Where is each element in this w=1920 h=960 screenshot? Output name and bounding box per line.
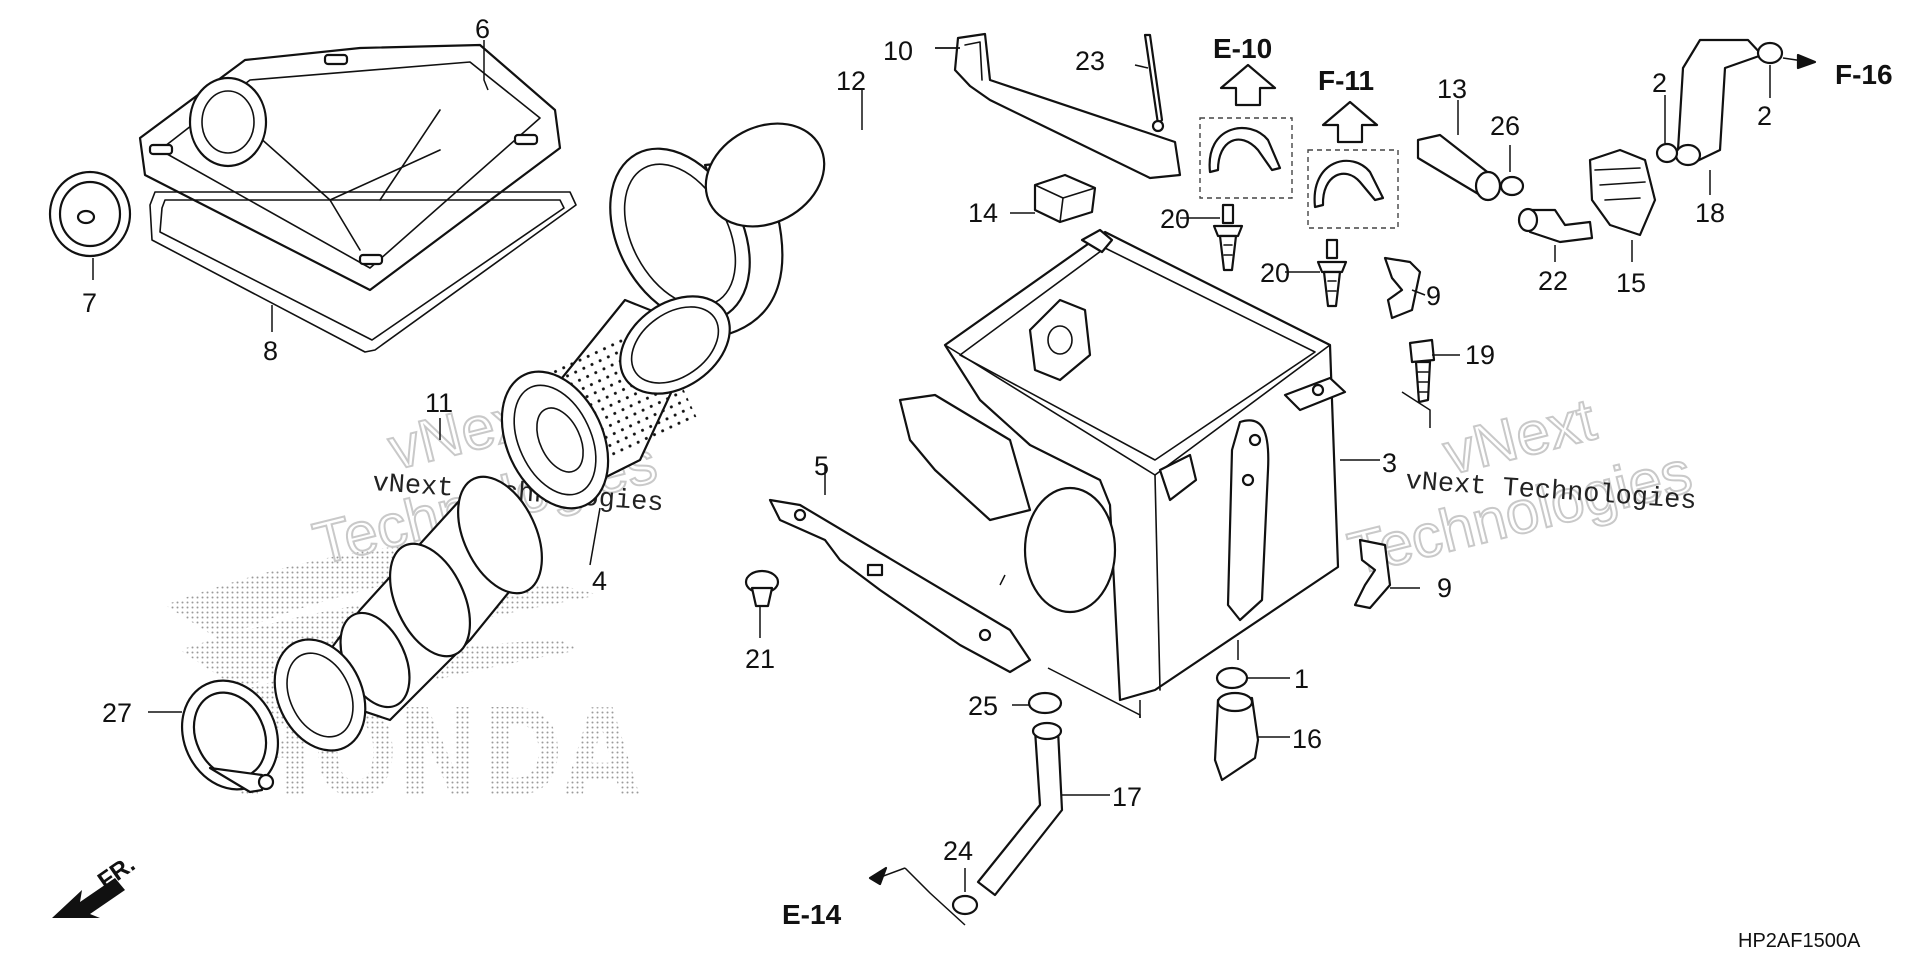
part-22-elbow[interactable] [1517, 207, 1594, 244]
reference-f11-group [1307, 100, 1399, 229]
part-9-clip-lower[interactable] [1353, 538, 1392, 610]
part-20-bolt-lower[interactable] [1316, 238, 1348, 308]
callout-23[interactable]: 23 [1075, 46, 1105, 76]
reference-f11[interactable]: F-11 [1318, 65, 1374, 96]
callout-9b[interactable]: 9 [1437, 573, 1452, 603]
callout-24[interactable]: 24 [943, 836, 973, 866]
f16-arrow [1796, 53, 1817, 70]
callout-5[interactable]: 5 [814, 451, 829, 481]
callout-3[interactable]: 3 [1382, 448, 1397, 478]
callout-14[interactable]: 14 [968, 198, 998, 228]
callout-26[interactable]: 26 [1490, 111, 1520, 141]
reference-e10[interactable]: E-10 [1213, 33, 1272, 64]
callout-8[interactable]: 8 [263, 336, 278, 366]
callout-13[interactable]: 13 [1437, 74, 1467, 104]
part-6-cleaner-cover[interactable] [138, 43, 562, 292]
callout-20b[interactable]: 20 [1260, 258, 1290, 288]
part-23-clip[interactable] [1143, 33, 1164, 126]
part-3-cleaner-case[interactable] [898, 228, 1347, 702]
front-arrow-icon [52, 878, 125, 918]
reference-e10-group [1199, 63, 1293, 199]
callout-1[interactable]: 1 [1294, 664, 1309, 694]
reference-e14[interactable]: E-14 [782, 899, 842, 930]
part-27-band[interactable] [165, 665, 296, 805]
reference-f16[interactable]: F-16 [1835, 59, 1893, 90]
callout-numbers: 6 7 8 12 10 23 14 20 20 9 19 3 9 1 16 17… [82, 14, 1772, 866]
part-9-clip-upper[interactable] [1383, 256, 1422, 320]
callout-21[interactable]: 21 [745, 644, 775, 674]
part-13-tube[interactable] [1416, 133, 1502, 202]
part-2-clip-left[interactable] [1655, 142, 1679, 164]
part-12-filter-element[interactable] [582, 104, 842, 346]
callout-27[interactable]: 27 [102, 698, 132, 728]
part-19-bolt[interactable] [1408, 338, 1436, 404]
callout-9a[interactable]: 9 [1426, 281, 1441, 311]
callout-16[interactable]: 16 [1292, 724, 1322, 754]
callout-2a[interactable]: 2 [1652, 68, 1667, 98]
callout-20a[interactable]: 20 [1160, 204, 1190, 234]
callout-10[interactable]: 10 [883, 36, 913, 66]
part-16-drain-cap[interactable] [1213, 696, 1260, 782]
callout-22[interactable]: 22 [1538, 266, 1568, 296]
diagram-code: HP2AF1500A [1738, 930, 1861, 952]
leader-lines [92, 40, 1811, 926]
callout-12[interactable]: 12 [836, 66, 866, 96]
part-17-drain-tube[interactable] [976, 728, 1064, 897]
part-11-connecting-tube[interactable] [257, 464, 558, 766]
part-20-bolt-upper[interactable] [1212, 203, 1244, 272]
callout-17[interactable]: 17 [1112, 782, 1142, 812]
part-7-cap[interactable] [48, 170, 132, 258]
callout-19[interactable]: 19 [1465, 340, 1495, 370]
part-4-filter-cage[interactable] [481, 276, 748, 525]
part-21-grommet[interactable] [744, 569, 780, 608]
callout-2b[interactable]: 2 [1757, 101, 1772, 131]
part-2-clip-right[interactable] [1756, 41, 1784, 65]
part-10-strap[interactable] [953, 32, 1182, 180]
callout-7[interactable]: 7 [82, 288, 97, 318]
part-24-clip[interactable] [951, 894, 979, 916]
watermark-right: vNext Technologies vNext Technologies [1341, 384, 1699, 588]
part-18-hose[interactable] [1676, 38, 1764, 164]
callout-18[interactable]: 18 [1695, 198, 1725, 228]
part-15-bracket[interactable] [1588, 148, 1657, 237]
callout-25[interactable]: 25 [968, 691, 998, 721]
part-26-clip[interactable] [1499, 175, 1525, 197]
callout-11[interactable]: 11 [425, 388, 453, 418]
part-14-block[interactable] [1033, 173, 1097, 224]
callout-4[interactable]: 4 [592, 566, 607, 596]
callout-6[interactable]: 6 [475, 14, 490, 44]
part-5-plate[interactable] [768, 498, 1032, 674]
part-1-clip[interactable] [1215, 666, 1249, 690]
part-25-clip[interactable] [1027, 691, 1063, 715]
part-8-gasket[interactable] [149, 191, 577, 353]
callout-15[interactable]: 15 [1616, 268, 1646, 298]
